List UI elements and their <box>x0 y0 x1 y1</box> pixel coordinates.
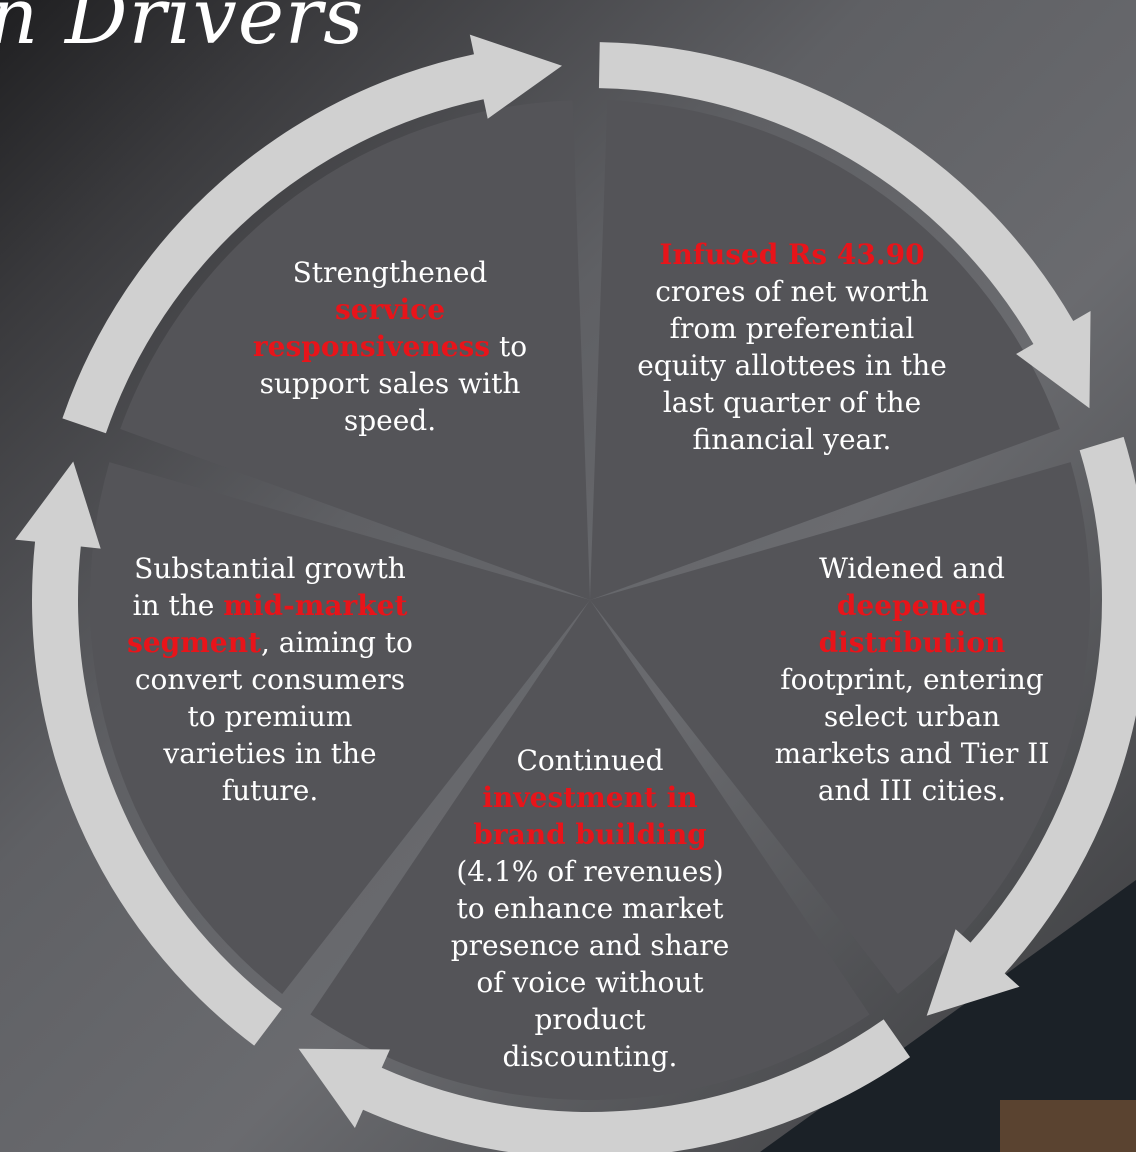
text-line: responsiveness to <box>240 328 540 365</box>
segment-right <box>590 462 1090 995</box>
body-text: from preferential <box>669 312 915 345</box>
text-line: product <box>438 1001 742 1038</box>
body-text: markets and Tier II <box>774 737 1050 770</box>
segment-text-brand-building: Continued investment in brand building (4.1… <box>438 742 742 1075</box>
text-line: varieties in the <box>120 735 420 772</box>
text-line: deepened <box>764 587 1060 624</box>
text-line: equity allottees in the <box>622 347 962 384</box>
wood-strip <box>1000 1100 1136 1152</box>
body-text: to premium <box>187 700 353 733</box>
text-line: future. <box>120 772 420 809</box>
text-line: support sales with <box>240 365 540 402</box>
highlight-text: Infused Rs 43.90 <box>659 238 925 271</box>
arrow-top-left <box>62 34 563 434</box>
text-line: Infused Rs 43.90 <box>622 236 962 273</box>
text-line: distribution <box>764 624 1060 661</box>
text-line: from preferential <box>622 310 962 347</box>
body-text: convert consumers <box>134 663 406 696</box>
highlight-text: responsiveness <box>252 330 491 363</box>
body-text: speed. <box>343 404 437 437</box>
body-text: to <box>490 330 528 363</box>
body-text: in the <box>132 589 224 622</box>
body-text: of voice without <box>476 966 704 999</box>
body-text: Continued <box>516 744 664 777</box>
segment-bottom <box>310 600 870 1101</box>
arrow-bottom <box>298 1019 911 1152</box>
body-text: Substantial growth <box>134 552 406 585</box>
body-text: Widened and <box>819 552 1005 585</box>
highlight-text: investment in <box>482 781 698 814</box>
arrow-top-right <box>598 42 1091 409</box>
body-text: footprint, entering <box>780 663 1044 696</box>
highlight-text: segment <box>127 626 261 659</box>
text-line: service <box>240 291 540 328</box>
body-text: Strengthened <box>292 256 488 289</box>
body-text: support sales with <box>259 367 521 400</box>
body-text: discounting. <box>502 1040 678 1073</box>
body-text: equity allottees in the <box>637 349 947 382</box>
text-line: footprint, entering <box>764 661 1060 698</box>
text-line: Substantial growth <box>120 550 420 587</box>
text-line: last quarter of the <box>622 384 962 421</box>
body-text: varieties in the <box>163 737 377 770</box>
text-line: segment, aiming to <box>120 624 420 661</box>
segment-top-left <box>120 100 590 600</box>
segment-top-right <box>590 100 1060 600</box>
text-line: of voice without <box>438 964 742 1001</box>
body-text: financial year. <box>692 423 892 456</box>
highlight-text: deepened <box>836 589 988 622</box>
arrow-left <box>15 461 282 1046</box>
text-line: brand building <box>438 816 742 853</box>
segment-text-distribution: Widened and deepened distribution footprint… <box>764 550 1060 809</box>
highlight-text: brand building <box>473 818 707 851</box>
segment-left <box>90 462 591 995</box>
body-text: presence and share <box>450 929 730 962</box>
text-line: Widened and <box>764 550 1060 587</box>
text-line: financial year. <box>622 421 962 458</box>
text-line: markets and Tier II <box>764 735 1060 772</box>
segment-text-net-worth-infusion: Infused Rs 43.90 crores of net worth from … <box>622 236 962 458</box>
page-title: n Drivers <box>0 0 365 62</box>
text-line: discounting. <box>438 1038 742 1075</box>
text-line: to premium <box>120 698 420 735</box>
body-text: product <box>534 1003 646 1036</box>
body-text: select urban <box>823 700 1001 733</box>
text-line: (4.1% of revenues) <box>438 853 742 890</box>
body-text: (4.1% of revenues) <box>456 855 724 888</box>
body-text: last quarter of the <box>662 386 922 419</box>
text-line: presence and share <box>438 927 742 964</box>
highlight-text: distribution <box>818 626 1006 659</box>
text-line: Continued <box>438 742 742 779</box>
body-text: to enhance market <box>456 892 724 925</box>
body-text: and III cities. <box>817 774 1007 807</box>
text-line: and III cities. <box>764 772 1060 809</box>
text-line: investment in <box>438 779 742 816</box>
text-line: in the mid-market <box>120 587 420 624</box>
text-line: to enhance market <box>438 890 742 927</box>
text-line: convert consumers <box>120 661 420 698</box>
arrow-right <box>926 436 1136 1016</box>
text-line: crores of net worth <box>622 273 962 310</box>
highlight-text: mid-market <box>223 589 408 622</box>
body-text: , aiming to <box>260 626 413 659</box>
text-line: speed. <box>240 402 540 439</box>
text-line: select urban <box>764 698 1060 735</box>
highlight-text: service <box>334 293 446 326</box>
body-text: crores of net worth <box>655 275 929 308</box>
text-line: Strengthened <box>240 254 540 291</box>
body-text: future. <box>221 774 319 807</box>
